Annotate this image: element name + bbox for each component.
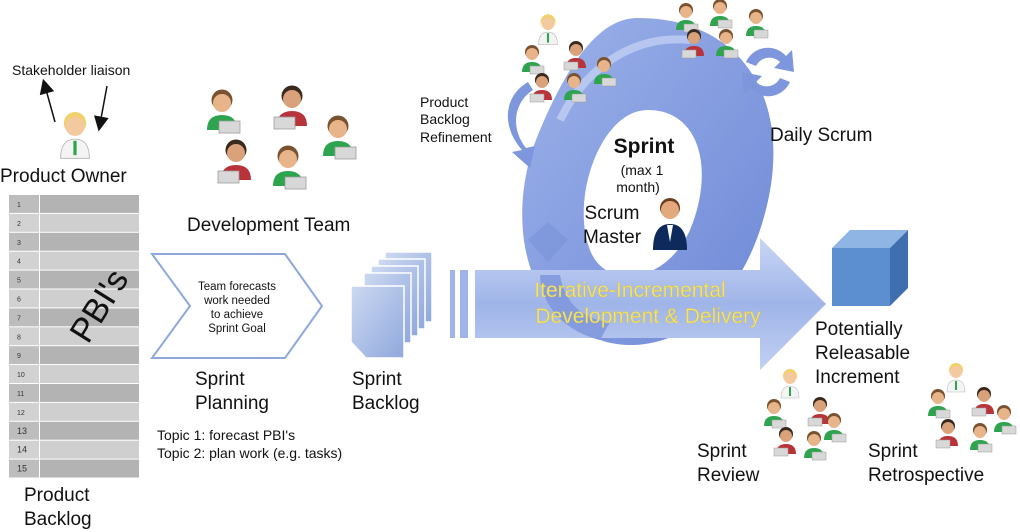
backlog-row: 7	[9, 308, 139, 327]
refinement-arrow	[507, 82, 535, 168]
backlog-row-number: 11	[17, 391, 24, 398]
product-backlog-label-2: Backlog	[24, 509, 92, 530]
backlog-row: 15	[9, 459, 139, 478]
sprint-backlog-label-1: Sprint	[352, 369, 402, 390]
backlog-row: 3	[9, 232, 139, 251]
sprint-retrospective-group	[927, 362, 1017, 453]
refinement-label-2: Backlog	[420, 111, 470, 127]
backlog-row-number: 5	[17, 278, 21, 285]
sprint-review-label-1: Sprint	[697, 441, 747, 462]
backlog-row-number: 15	[17, 464, 27, 474]
product-backlog-label-1: Product	[24, 485, 90, 506]
backlog-row-number: 12	[17, 410, 25, 417]
refinement-label-1: Product	[420, 94, 468, 110]
increment-cube	[832, 230, 908, 306]
iterative-text-1: Iterative-Incremental	[534, 279, 725, 302]
backlog-row: 12	[9, 402, 139, 421]
topic-2-text: Topic 2: plan work (e.g. tasks)	[157, 445, 342, 461]
sprint-duration-2: month)	[616, 179, 660, 195]
team-forecasts-line-4: Sprint Goal	[208, 323, 266, 335]
sprint-planning-label-2: Planning	[195, 393, 269, 414]
backlog-row-number: 13	[17, 426, 27, 436]
backlog-row: 1	[9, 195, 139, 213]
sprint-backlog-stack	[350, 251, 433, 359]
backlog-row: 9	[9, 346, 139, 365]
sprint-backlog-label-2: Backlog	[352, 393, 420, 414]
increment-label-2: Releasable	[815, 343, 910, 364]
backlog-row: 6	[9, 289, 139, 308]
liaison-arrow-left	[39, 78, 56, 123]
increment-label-3: Increment	[815, 367, 900, 388]
backlog-row-number: 4	[17, 259, 21, 266]
sprint-planning-label-1: Sprint	[195, 369, 245, 390]
daily-scrum-label: Daily Scrum	[770, 125, 872, 146]
sprint-retrospective-label-2: Retrospective	[868, 465, 984, 486]
liaison-arrow-right	[93, 85, 109, 132]
team-forecasts-line-1: Team forecasts	[198, 281, 276, 293]
backlog-row-number: 14	[17, 445, 27, 455]
backlog-row-number: 8	[17, 334, 21, 341]
scrum-master-figure	[653, 198, 687, 250]
development-team-label: Development Team	[187, 215, 350, 236]
backlog-row-number: 7	[17, 315, 21, 322]
refinement-label-3: Refinement	[420, 129, 492, 145]
sprint-planning-chevron	[150, 253, 324, 359]
backlog-row: 2	[9, 213, 139, 232]
development-team-group	[206, 85, 357, 190]
sprint-title: Sprint	[614, 135, 675, 158]
team-forecasts-line-2: work needed	[203, 295, 270, 307]
team-forecasts-line-3: to achieve	[211, 309, 263, 321]
backlog-row: 5	[9, 270, 139, 289]
backlog-row-number: 6	[17, 297, 21, 304]
backlog-row-number: 3	[17, 240, 21, 247]
daily-scrum-group	[675, 0, 769, 59]
backlog-row-number: 1	[17, 202, 21, 209]
backlog-row-number: 2	[17, 221, 21, 228]
backlog-row: 11	[9, 384, 139, 402]
backlog-row: 10	[9, 365, 139, 383]
stakeholder-liaison-label: Stakeholder liaison	[12, 62, 130, 78]
iterative-text-2: Development & Delivery	[535, 305, 761, 328]
backlog-row: 14	[9, 440, 139, 459]
sprint-duration-1: (max 1	[621, 162, 664, 178]
scrum-master-label-2: Master	[583, 227, 642, 248]
increment-label-1: Potentially	[815, 319, 903, 340]
backlog-row-number: 9	[17, 353, 21, 360]
iterative-delivery-arrow	[450, 238, 826, 370]
topic-1-text: Topic 1: forecast PBI's	[157, 427, 295, 443]
scrum-master-label-1: Scrum	[585, 203, 640, 224]
sprint-review-label-2: Review	[697, 465, 760, 486]
product-owner-figure	[59, 111, 91, 160]
product-owner-label: Product Owner	[0, 166, 127, 187]
backlog-row: 13	[9, 421, 139, 440]
backlog-row: 8	[9, 327, 139, 346]
backlog-row-number: 10	[17, 372, 25, 379]
sprint-retrospective-label-1: Sprint	[868, 441, 918, 462]
backlog-row: 4	[9, 251, 139, 270]
daily-scrum-loop-icon	[742, 47, 794, 97]
